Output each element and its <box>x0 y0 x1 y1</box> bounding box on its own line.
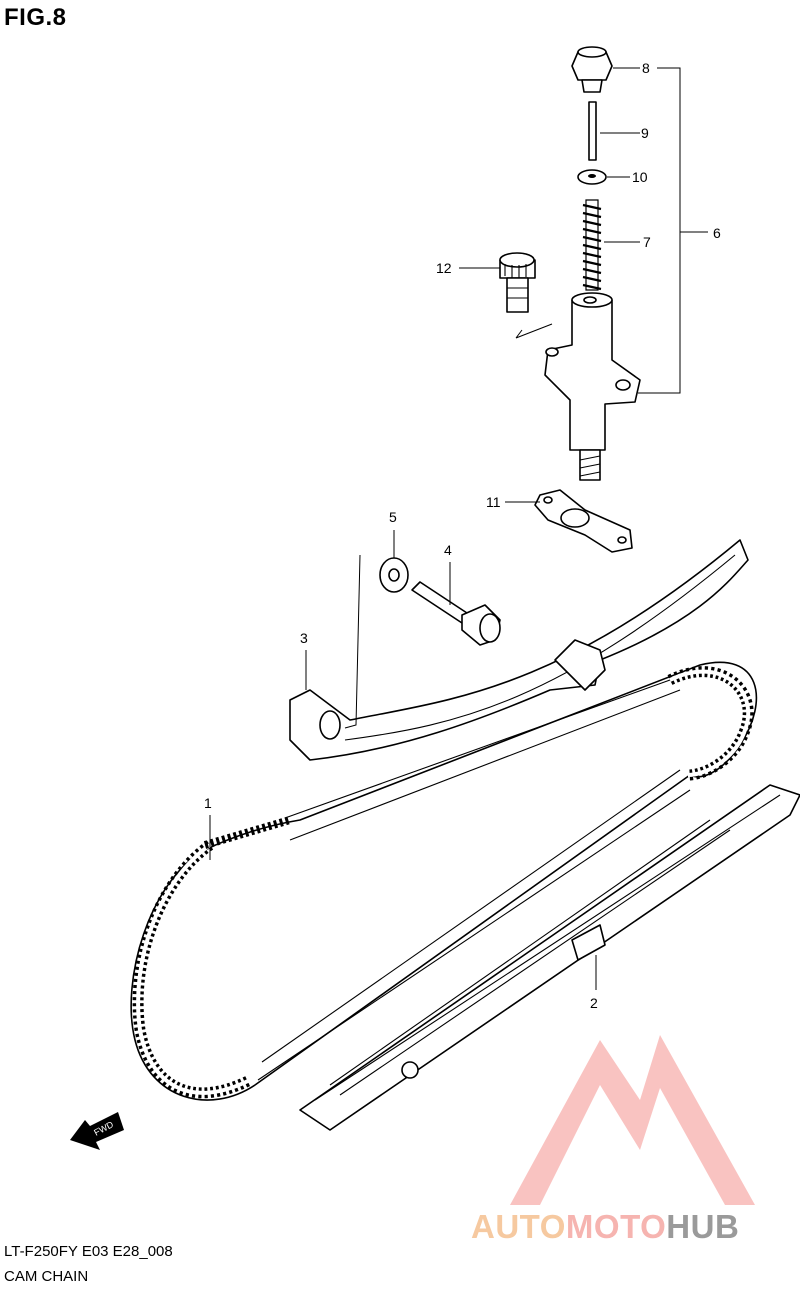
tensioner-assembly <box>544 46 641 481</box>
callout-1: 1 <box>204 795 212 811</box>
watermark-hub: HUB <box>666 1208 740 1245</box>
cam-chain-tensioner-guide <box>289 539 749 761</box>
callout-labels: 1 2 3 4 5 6 7 8 9 10 11 12 <box>204 60 721 1011</box>
push-rod <box>588 101 597 161</box>
watermark-auto: AUTO <box>471 1208 566 1245</box>
diagram-code: LT-F250FY E03 E28_008 <box>4 1243 173 1260</box>
callout-3: 3 <box>300 630 308 646</box>
watermark-text: AUTOMOTOHUB <box>471 1208 739 1246</box>
tensioner-bolt <box>499 252 536 313</box>
diagram-name: CAM CHAIN <box>4 1268 89 1285</box>
figure-title: FIG.8 <box>4 4 67 31</box>
callout-4: 4 <box>444 542 452 558</box>
callout-2: 2 <box>590 995 598 1011</box>
callout-6: 6 <box>713 225 721 241</box>
callout-12: 12 <box>436 260 452 276</box>
callout-8: 8 <box>642 60 650 76</box>
callout-7: 7 <box>643 234 651 250</box>
tensioner-spring <box>582 199 602 291</box>
cam-chain <box>130 661 758 1101</box>
cap-bolt <box>571 46 613 93</box>
gasket-washer <box>577 169 607 185</box>
washer <box>379 557 409 593</box>
cam-chain-guide <box>299 784 800 1131</box>
leader-lines <box>209 67 708 990</box>
fwd-arrow: FWD <box>70 1112 124 1150</box>
callout-9: 9 <box>641 125 649 141</box>
callout-10: 10 <box>632 169 648 185</box>
tensioner-gasket <box>534 489 633 553</box>
watermark-moto: MOTO <box>565 1208 667 1245</box>
guide-bolt <box>411 581 501 646</box>
callout-11: 11 <box>486 494 501 510</box>
watermark-logo <box>510 1035 755 1205</box>
callout-5: 5 <box>389 509 397 525</box>
